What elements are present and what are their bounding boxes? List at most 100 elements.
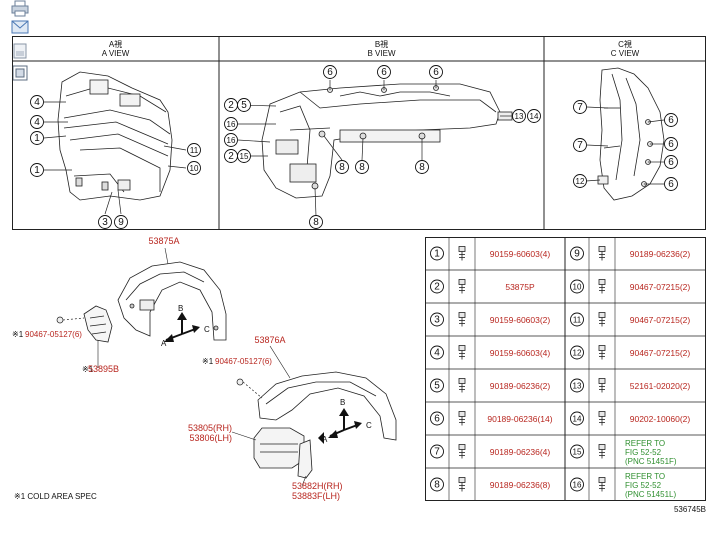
fastener-icon <box>458 246 466 261</box>
row-left-number: 8 <box>434 480 440 491</box>
callout-number: 15 <box>240 152 249 161</box>
callout-a-view-2: 1 <box>30 131 44 145</box>
row-right-part: 52161-02020(2) <box>630 381 691 391</box>
callout-b-view-6: 16 <box>224 133 238 147</box>
row-number-circle <box>570 411 584 426</box>
callout-number: 8 <box>419 162 425 173</box>
callout-circle <box>114 215 128 229</box>
callout-circle <box>512 109 526 123</box>
row-number-circle <box>570 246 584 261</box>
row-left-number: 3 <box>434 315 440 326</box>
callout-a-view-4: 3 <box>98 215 112 229</box>
direction-arrows-upper <box>164 312 200 342</box>
callout-c-view-3: 6 <box>664 113 678 127</box>
callout-a-view-1: 4 <box>30 115 44 129</box>
callout-b-view-2: 6 <box>429 65 443 79</box>
callout-number: 1 <box>34 165 40 176</box>
fastener-icon <box>598 345 606 360</box>
row-left-part: 90159-60603(2) <box>490 315 551 325</box>
callout-a-view-5: 9 <box>114 215 128 229</box>
b-view-title: B視 B VIEW <box>219 40 544 58</box>
callout-circle <box>664 177 678 191</box>
callout-number: 13 <box>515 112 524 121</box>
row-right-number: 9 <box>574 249 580 260</box>
callout-circle <box>323 65 337 79</box>
callout-number: 6 <box>381 67 387 78</box>
row-number-circle <box>430 312 444 327</box>
dir-a-lower: A <box>322 435 328 444</box>
fender-liner-upper <box>117 261 227 341</box>
fastener-icon <box>598 477 606 492</box>
row-right-number: 10 <box>573 283 582 292</box>
b-view-jp-label: B視 <box>374 40 389 49</box>
footnote: ※1 COLD AREA SPEC <box>14 492 97 501</box>
row-right-number: 12 <box>573 349 582 358</box>
a-view-drawing <box>57 71 173 201</box>
callout-c-view-0: 7 <box>573 100 587 114</box>
callout-number: 12 <box>576 177 585 186</box>
callout-number: 5 <box>241 100 247 111</box>
dir-b-upper: B <box>178 304 183 313</box>
callout-circle <box>335 160 349 174</box>
callout-number: 4 <box>34 97 40 108</box>
callout-circle <box>573 100 587 114</box>
callout-b-view-1: 6 <box>377 65 391 79</box>
callout-circle <box>237 98 251 112</box>
row-right-reference: FIG 52-52 <box>625 481 662 490</box>
printer-icon[interactable] <box>10 0 30 18</box>
callout-b-view-4: 5 <box>237 98 251 112</box>
mail-icon[interactable] <box>10 18 30 36</box>
row-number-circle <box>570 378 584 393</box>
row-left-number: 6 <box>434 414 440 425</box>
callout-circle <box>664 113 678 127</box>
callout-b-view-8: 15 <box>237 149 251 163</box>
row-right-part: 90189-06236(2) <box>630 249 691 259</box>
callout-a-view-7: 10 <box>187 161 201 175</box>
row-number-circle <box>430 378 444 393</box>
clip-lower <box>236 378 263 399</box>
callout-number: 1 <box>34 133 40 144</box>
fastener-icon <box>598 444 606 459</box>
callout-c-view-5: 6 <box>664 155 678 169</box>
callout-b-view-14: 14 <box>527 109 541 123</box>
callout-number: 4 <box>34 117 40 128</box>
row-left-number: 7 <box>434 447 440 458</box>
callout-number: 16 <box>227 120 236 129</box>
row-number-circle <box>570 477 584 492</box>
clip-upper <box>56 316 85 324</box>
label-53875a: 53875A <box>148 236 179 246</box>
callout-b-view-12: 8 <box>309 215 323 229</box>
fit-screen-icon[interactable] <box>10 64 30 82</box>
views-frame <box>12 36 706 230</box>
label-53895b: 53895B <box>88 364 119 374</box>
callout-circle <box>237 149 251 163</box>
row-right-reference: REFER TO <box>625 472 665 481</box>
fastener-icon <box>458 411 466 426</box>
fastener-icon <box>458 378 466 393</box>
callout-circle <box>355 160 369 174</box>
shield-53895b <box>83 305 113 343</box>
row-right-number: 13 <box>573 382 582 391</box>
callout-number: 16 <box>227 136 236 145</box>
label-53805: 53805(RH) <box>188 423 232 433</box>
callout-circle <box>187 161 201 175</box>
dir-b-lower: B <box>340 398 345 407</box>
callout-number: 11 <box>190 146 199 155</box>
document-icon[interactable] <box>10 42 30 60</box>
fender-liner-lower <box>257 371 397 441</box>
callout-number: 14 <box>530 112 539 121</box>
callout-number: 8 <box>359 162 365 173</box>
callout-number: 7 <box>577 140 583 151</box>
callout-number: 2 <box>228 100 234 111</box>
c-view-jp-label: C視 <box>618 40 632 49</box>
row-number-circle <box>570 279 584 294</box>
fastener-icon <box>598 312 606 327</box>
callout-circle <box>98 215 112 229</box>
c-view-en-label: C VIEW <box>610 49 640 58</box>
callout-circle <box>30 163 44 177</box>
